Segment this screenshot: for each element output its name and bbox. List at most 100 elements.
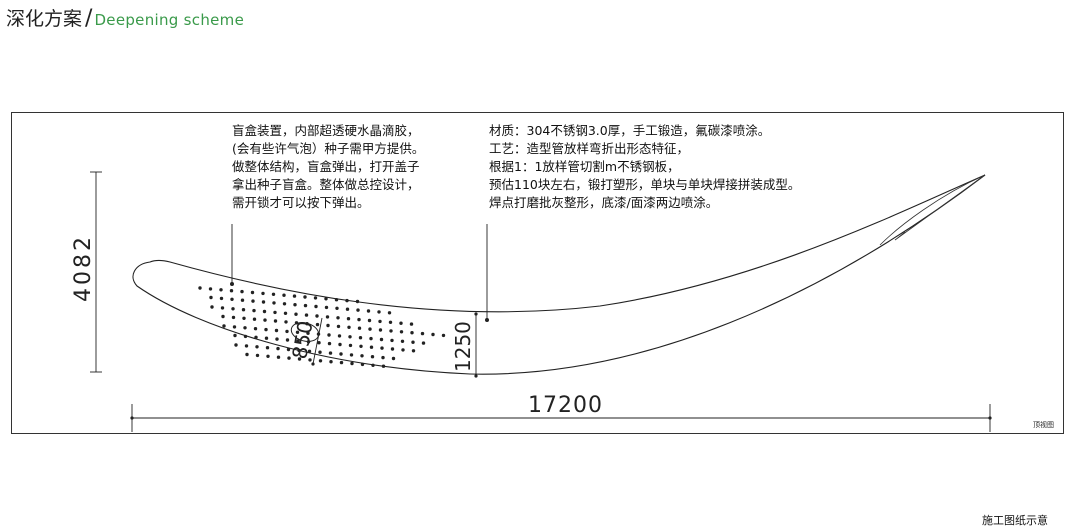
perforation-dot [390, 347, 395, 351]
perforation-dot [377, 310, 381, 314]
perforation-dot [370, 355, 375, 359]
drawing-frame [11, 112, 1064, 434]
perforation-dot [326, 323, 330, 328]
perforation-dot [254, 335, 258, 339]
perforation-dot [292, 294, 297, 298]
perforation-dot [245, 352, 249, 357]
perforation-dot [441, 333, 446, 338]
perforation-dot [220, 306, 225, 310]
perforation-dot [274, 328, 279, 333]
perforation-dot [324, 305, 329, 310]
perforation-dot [359, 344, 363, 348]
header-separator: / [85, 6, 93, 31]
perforation-dot [198, 286, 202, 290]
perforation-dot [339, 360, 344, 365]
perforation-dot [421, 341, 426, 345]
dim-length-tick [988, 416, 992, 420]
perforation-dot [357, 326, 362, 330]
perforation-dot [276, 346, 280, 351]
perforation-dot [229, 289, 234, 293]
perforation-dot [355, 299, 360, 304]
perforation-dot [401, 348, 405, 352]
perforation-dot [380, 346, 384, 350]
perforation-dot [232, 325, 237, 329]
perforation-dot [410, 331, 414, 335]
perforation-dot [231, 315, 236, 320]
perforation-dot [208, 287, 213, 291]
perforation-dot [243, 334, 248, 339]
sculpture-outline [132, 174, 986, 375]
perforation-dot [381, 355, 385, 360]
perforation-dot [304, 313, 309, 317]
perforation-dot [345, 307, 350, 311]
note-right-line: 预估110块左右，锻打塑形，单块与单块焊接拼装成型。 [489, 177, 801, 192]
perforation-dot [356, 308, 360, 312]
perforation-dot [293, 303, 297, 307]
perforation-dot [240, 298, 245, 302]
perforation-dot [284, 320, 288, 324]
perforation-dot [295, 330, 300, 334]
perforation-dot [306, 340, 311, 344]
tip-detail-line [879, 174, 986, 246]
perforation-dot [242, 316, 246, 320]
perforation-dot [325, 315, 330, 319]
perforation-dot [282, 293, 286, 297]
perforation-dot [391, 356, 396, 361]
perforation-dot [379, 337, 384, 342]
dim-length-tick [130, 416, 134, 420]
dim-length-text: 17200 [528, 393, 603, 418]
perforation-dot [378, 328, 383, 332]
perforation-dot [335, 306, 339, 310]
dim-section-small-tick [311, 362, 315, 366]
perforation-dot [399, 330, 404, 334]
perforation-dot [399, 321, 403, 325]
perforation-dot [366, 309, 371, 313]
header-title-cn: 深化方案 [6, 8, 83, 30]
perforation-dot [303, 295, 307, 299]
perforation-dot [286, 347, 291, 352]
perforation-dot [261, 291, 265, 296]
perforation-dot [388, 320, 393, 324]
perforation-dot [241, 308, 246, 312]
perforation-dot [357, 317, 361, 322]
perforation-dot [210, 305, 214, 309]
perforation-dots [198, 286, 446, 368]
perforation-dot [283, 311, 288, 315]
perforation-dot [387, 311, 392, 315]
tip-detail-line [894, 174, 986, 241]
perforation-dot [255, 345, 259, 349]
footer-label: 施工图纸示意 [982, 514, 1048, 527]
perforation-dot [266, 354, 270, 358]
perforation-dot [313, 296, 318, 300]
perforation-dot [233, 333, 237, 338]
perforation-dot [368, 327, 372, 331]
perforation-dot [339, 352, 343, 356]
perforation-dot [334, 298, 339, 302]
dim-section-small-text: 850 [287, 319, 317, 361]
perforation-dot [231, 307, 235, 311]
perforation-dot [306, 331, 310, 335]
perforation-dot [336, 324, 341, 329]
perforation-dot [318, 350, 322, 354]
perforation-dot [389, 329, 393, 333]
perforation-dot [285, 338, 290, 342]
perforation-dot [264, 327, 268, 332]
perforation-dot [350, 361, 354, 366]
perforation-dot [282, 302, 287, 306]
note-left-line: 做整体结构，盲盒弹出，打开盖子 [232, 159, 420, 174]
perforation-dot [409, 322, 414, 326]
perforation-dot [378, 319, 382, 324]
perforation-dot [431, 332, 435, 337]
perforation-dot [349, 353, 354, 357]
perforation-dot [337, 334, 342, 338]
perforation-dot [296, 339, 300, 343]
perforation-dot [273, 319, 278, 323]
note-right-line: 材质：304不锈钢3.0厚，手工锻造，氟碳漆喷涂。 [489, 123, 771, 138]
note-right: 材质：304不锈钢3.0厚，手工锻造，氟碳漆喷涂。 工艺：造型管放样弯折出形态特… [489, 122, 800, 212]
leader-dot [485, 318, 489, 322]
perforation-dot [253, 327, 258, 331]
header-title-en: Deepening scheme [94, 11, 245, 29]
perforation-dot [251, 299, 255, 303]
perforation-dot [240, 289, 244, 294]
perforation-dot [328, 351, 333, 355]
